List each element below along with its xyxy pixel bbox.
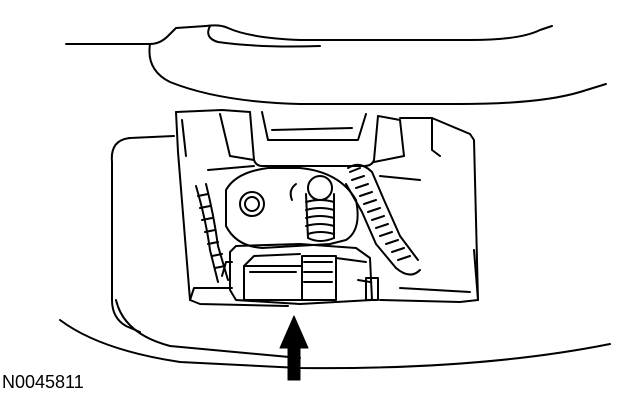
threaded-stud [306,194,334,241]
recess-outline [60,136,610,368]
latch-bracket [208,112,404,170]
wire-harness [346,165,420,275]
arrow-up-icon [280,316,308,380]
left-cable [196,184,228,282]
bolt-head [240,192,264,216]
latch-plate [226,168,358,248]
figure-caption: N0045811 [2,372,84,392]
body-panel [66,25,606,104]
electrical-connector [222,244,378,304]
latch-housing [176,110,478,306]
